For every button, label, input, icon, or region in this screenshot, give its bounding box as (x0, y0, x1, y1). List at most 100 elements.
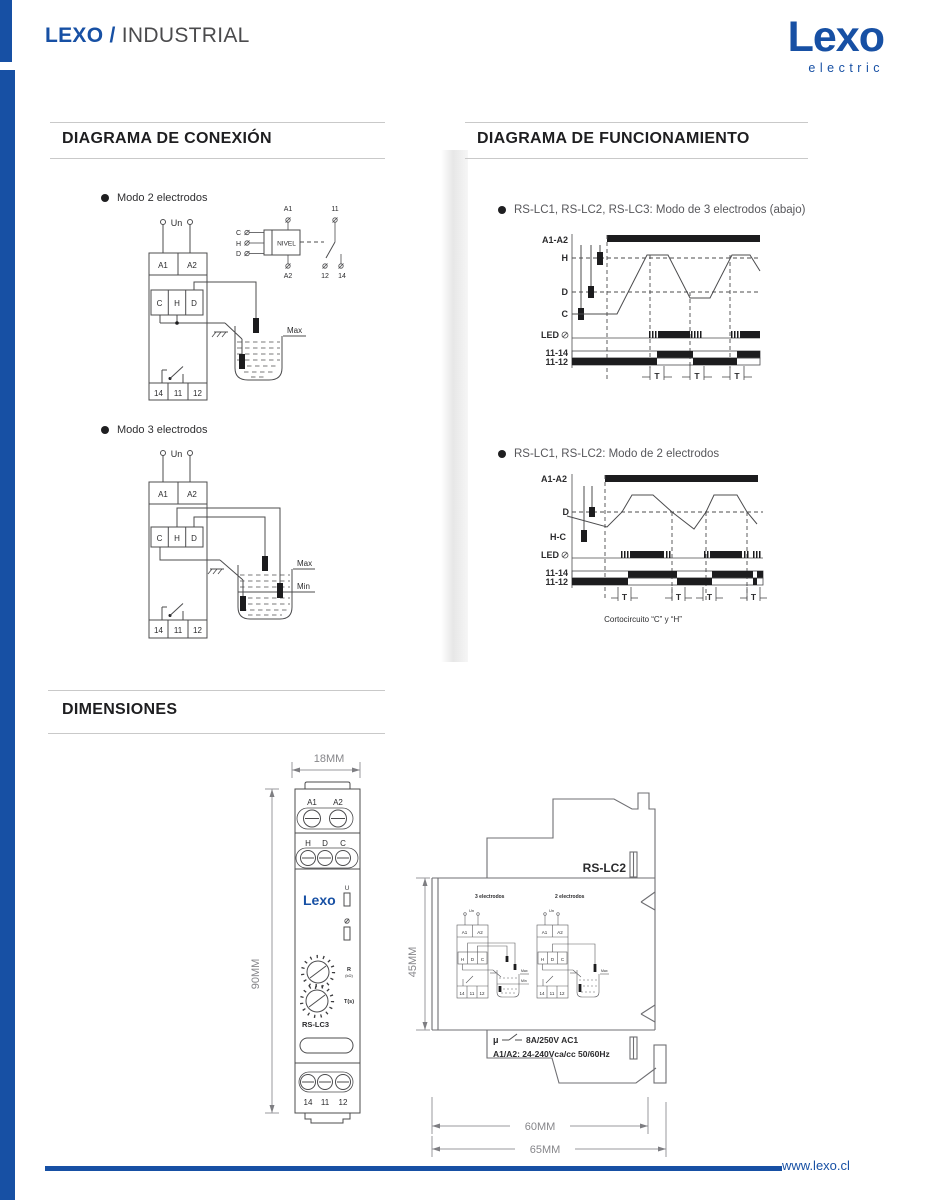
level-waveform (572, 254, 761, 315)
mini2-title: 2 electrodos (555, 894, 585, 900)
level-waveform (566, 494, 758, 530)
dim-90mm-label: 90MM (250, 959, 262, 990)
dial-sensitivity: R (kΩ) (300, 954, 353, 990)
mini-14: 14 (459, 991, 465, 996)
mini-14: 14 (539, 991, 545, 996)
dial-time: T(s) (299, 983, 354, 1019)
dim-18mm: 18MM (291, 753, 361, 778)
led-bars (621, 551, 761, 558)
relay-rows (571, 570, 764, 586)
mini-h: H (541, 957, 544, 962)
terminal-a1: A1 (158, 490, 168, 499)
spec-mu: μ (493, 1035, 499, 1045)
dial-r-label: R (347, 967, 351, 973)
nivel-d: D (236, 251, 241, 258)
mini-c: C (561, 957, 565, 962)
rule (465, 122, 808, 123)
mini-a1: A1 (462, 930, 468, 935)
bullet-modo2: Modo 2 electrodos (101, 192, 208, 204)
device-front: A1 A2 H D C Lexo U R (k (294, 781, 361, 1124)
terminal-h: H (174, 534, 180, 543)
mini-d: D (551, 957, 555, 962)
contact-12: 12 (321, 273, 329, 280)
mini-a2: A2 (477, 930, 483, 935)
front-12: 12 (339, 1098, 348, 1107)
terminal-12: 12 (193, 389, 202, 398)
mini-un: Un (549, 908, 554, 913)
wiring (159, 507, 281, 596)
a1a2-bar (605, 475, 758, 482)
ground-icon (207, 568, 224, 575)
row-c: C (562, 309, 569, 319)
rule (48, 690, 385, 691)
mini-max: Max (601, 969, 608, 973)
rule (50, 158, 385, 159)
column-shade (441, 150, 468, 662)
max-label: Max (297, 559, 312, 568)
side-model: RS-LC2 (583, 861, 627, 875)
section-title-funcionamiento: DIAGRAMA DE FUNCIONAMIENTO (477, 130, 750, 147)
contact-11: 11 (331, 206, 338, 213)
row-1112: 11-12 (545, 577, 568, 587)
dial-ts-label: T(s) (344, 999, 354, 1005)
terminal-h: H (174, 299, 180, 308)
terminal-a1: A1 (158, 261, 168, 270)
section-title-dimensiones: DIMENSIONES (62, 701, 178, 718)
mini-diagram-2-electrodos: 2 electrodos Un A1 A2 H D C 14 11 12 (536, 894, 609, 999)
relay-body: A1 A2 C H D 14 11 12 (148, 252, 208, 401)
relay-rows (571, 350, 761, 366)
dim-18mm-label: 18MM (314, 753, 345, 765)
contact-14: 14 (338, 273, 346, 280)
mini-c: C (481, 957, 485, 962)
front-view-drawing: 18MM 90MM A1 A2 H D C (250, 753, 361, 1124)
terminal-c: C (157, 299, 163, 308)
bullet-func1-label: RS-LC1, RS-LC2, RS-LC3: Modo de 3 electr… (514, 204, 806, 216)
bullet-func2: RS-LC1, RS-LC2: Modo de 2 electrodos (498, 448, 719, 460)
terminal-a2: A2 (187, 261, 197, 270)
row-d: D (562, 287, 569, 297)
bullet-modo3: Modo 3 electrodos (101, 424, 208, 436)
footer-accent-bar (45, 1166, 782, 1171)
led-bars (649, 331, 760, 338)
row-h: H (562, 253, 569, 263)
mini-max: Max (521, 969, 528, 973)
front-h: H (305, 839, 311, 848)
section-title-conexion: DIAGRAMA DE CONEXIÓN (62, 130, 272, 147)
page-brand: LEXO / INDUSTRIAL (45, 24, 250, 48)
electrode-tip (240, 596, 246, 611)
lexo-logo-text: Lexo (787, 13, 885, 61)
mini-12: 12 (479, 991, 485, 996)
terminal-a2: A2 (187, 490, 197, 499)
terminal-14: 14 (154, 626, 163, 635)
row-led: LED (541, 330, 560, 340)
mini-diagram-3-electrodos: 3 electrodos Un A1 A2 H D C 14 11 12 (456, 894, 529, 999)
grid-dashed (572, 235, 760, 381)
bullet-dot-icon (101, 194, 109, 202)
row-labels: A1-A2 D H-C LED 11-14 11-12 (541, 474, 570, 587)
left-accent-bar-top (0, 0, 12, 62)
electrodes (581, 486, 595, 542)
mini-11: 11 (550, 991, 555, 996)
terminal-d: D (191, 299, 197, 308)
max-label: Max (287, 326, 302, 335)
timing-diagram-3-electrodos: A1-A2 H D C LED 11-14 11-12 (541, 234, 761, 381)
led-state-icon (561, 331, 569, 339)
terminal-11: 11 (174, 389, 183, 398)
front-a2: A2 (333, 798, 343, 807)
relay-contact-icon (161, 603, 184, 620)
electrode-tip (253, 318, 259, 333)
dim-65mm: 65MM (431, 1102, 667, 1157)
terminal-11: 11 (174, 626, 183, 635)
mini-un: Un (469, 908, 474, 913)
mini-a2: A2 (557, 930, 563, 935)
row-1114: 11-14 (545, 348, 568, 358)
row-a1a2: A1-A2 (541, 474, 567, 484)
mini3-title: 3 electrodos (475, 894, 505, 900)
dim-65mm-label: 65MM (530, 1144, 561, 1156)
spec-supply: A1/A2: 24-240Vca/cc 50/60Hz (493, 1049, 610, 1059)
side-view-drawing: RS-LC2 45MM 3 electrodos Un A1 A2 H D C … (408, 792, 667, 1157)
front-model: RS-LC3 (302, 1020, 329, 1029)
relay-state-icon (344, 918, 350, 924)
brand-rest: INDUSTRIAL (121, 24, 250, 47)
rule (48, 733, 385, 734)
